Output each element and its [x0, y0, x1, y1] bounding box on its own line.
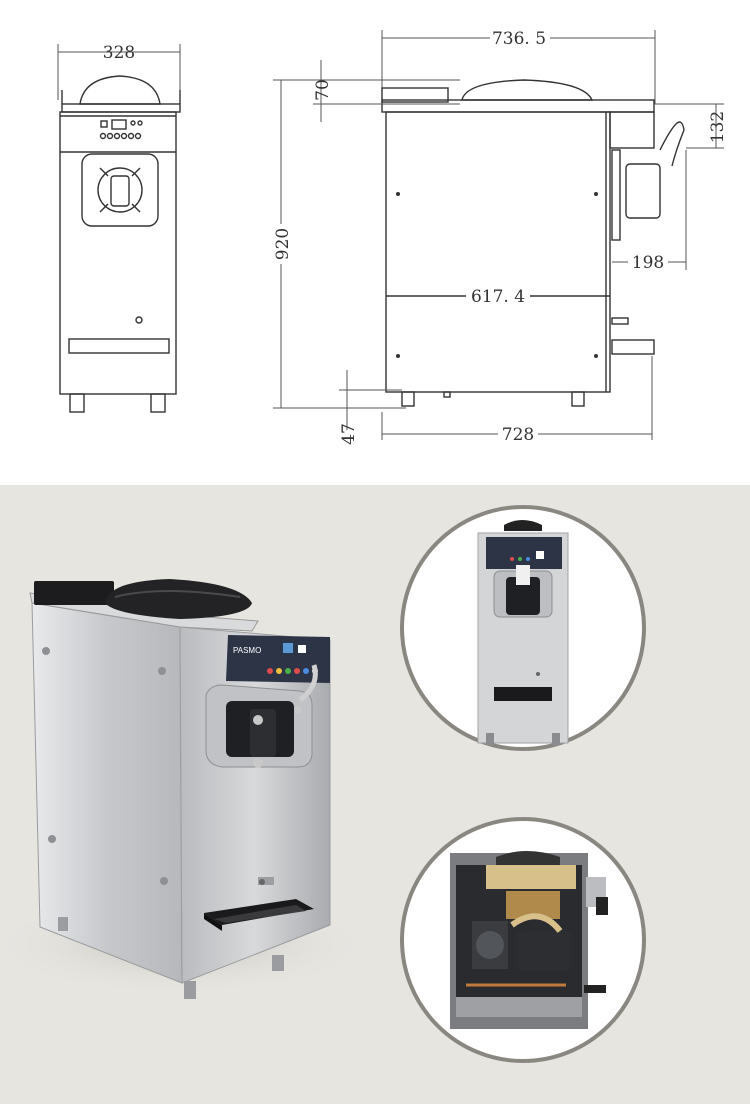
dim-top-width: 736. 5 [492, 29, 546, 49]
dim-spout-height: 132 [708, 111, 728, 143]
panel-brand: PASMO [233, 646, 261, 655]
inset-interior-photo [400, 817, 646, 1063]
dim-front-width: 328 [103, 43, 135, 63]
dim-total-height: 920 [273, 228, 293, 260]
product-photo-section: PASMO [0, 485, 750, 1104]
main-machine-photo: PASMO [0, 579, 370, 999]
drawing-svg: 328 [57, 28, 728, 445]
photo-svg: PASMO [0, 505, 646, 1063]
dim-base-width: 728 [502, 425, 534, 445]
dim-spout-depth: 198 [632, 253, 664, 273]
side-view: 736. 5 920 70 [270, 28, 728, 445]
technical-drawing: 328 [0, 0, 750, 485]
dim-foot-height: 47 [339, 423, 359, 445]
front-view: 328 [57, 43, 181, 413]
dim-inner-width: 617. 4 [471, 287, 525, 307]
dim-lid-height: 70 [313, 79, 333, 101]
inset-front-photo [400, 505, 646, 751]
